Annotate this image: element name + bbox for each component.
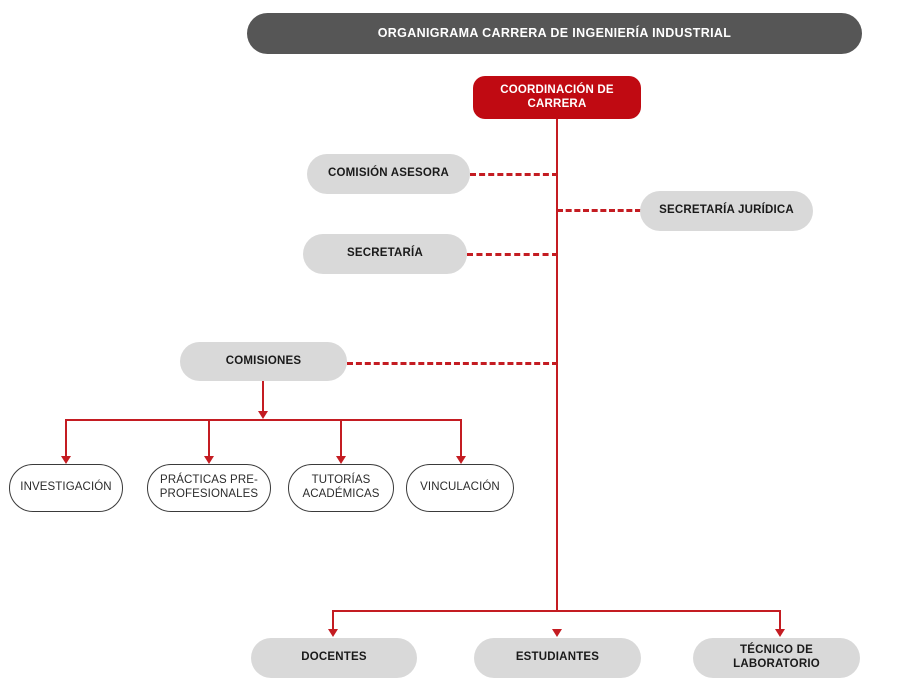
connector-drop-tutorias — [340, 419, 342, 459]
connector-dashed-secretaria-juridica — [557, 209, 641, 212]
arrowhead-tutorias — [336, 456, 346, 464]
node-docentes-label: DOCENTES — [301, 651, 367, 664]
node-secretaria[interactable]: SECRETARÍA — [303, 234, 467, 274]
connector-comisiones-stub — [262, 380, 264, 413]
arrowhead-vinculacion — [456, 456, 466, 464]
connector-drop-investigacion — [65, 419, 67, 459]
node-secretaria-juridica-label: SECRETARÍA JURÍDICA — [659, 204, 794, 217]
node-coordinacion-de-carrera[interactable]: COORDINACIÓN DE CARRERA — [473, 76, 641, 119]
node-docentes[interactable]: DOCENTES — [251, 638, 417, 678]
node-tutorias-academicas-label: TUTORÍAS ACADÉMICAS — [302, 474, 380, 500]
node-vinculacion-label: VINCULACIÓN — [420, 481, 500, 494]
node-coordinacion-de-carrera-label: COORDINACIÓN DE CARRERA — [500, 83, 614, 110]
chart-title-text: ORGANIGRAMA CARRERA DE INGENIERÍA INDUST… — [377, 26, 732, 41]
node-tecnico-de-laboratorio-label: TÉCNICO DE LABORATORIO — [733, 644, 820, 670]
node-investigacion-label: INVESTIGACIÓN — [20, 481, 112, 494]
arrowhead-docentes — [328, 629, 338, 637]
connector-drop-docentes — [332, 610, 334, 632]
node-practicas-pre-profesionales-label: PRÁCTICAS PRE-PROFESIONALES — [159, 474, 259, 500]
arrowhead-estudiantes — [552, 629, 562, 637]
connector-dashed-secretaria — [467, 253, 558, 256]
node-estudiantes-label: ESTUDIANTES — [515, 651, 600, 664]
node-comision-asesora-label: COMISIÓN ASESORA — [328, 167, 449, 180]
node-investigacion[interactable]: INVESTIGACIÓN — [9, 464, 123, 512]
node-vinculacion[interactable]: VINCULACIÓN — [406, 464, 514, 512]
node-comisiones-label: COMISIONES — [225, 354, 302, 367]
arrowhead-practicas — [204, 456, 214, 464]
node-tutorias-academicas[interactable]: TUTORÍAS ACADÉMICAS — [288, 464, 394, 512]
node-secretaria-juridica[interactable]: SECRETARÍA JURÍDICA — [640, 191, 813, 231]
connector-drop-tecnico — [779, 610, 781, 632]
connector-bottom-bus — [333, 610, 781, 612]
node-tecnico-de-laboratorio[interactable]: TÉCNICO DE LABORATORIO — [693, 638, 860, 678]
node-comision-asesora[interactable]: COMISIÓN ASESORA — [307, 154, 470, 194]
arrowhead-investigacion — [61, 456, 71, 464]
connector-drop-vinculacion — [460, 419, 462, 459]
node-comisiones[interactable]: COMISIONES — [180, 342, 347, 381]
node-secretaria-label: SECRETARÍA — [347, 247, 423, 260]
node-practicas-pre-profesionales[interactable]: PRÁCTICAS PRE-PROFESIONALES — [147, 464, 271, 512]
node-estudiantes[interactable]: ESTUDIANTES — [474, 638, 641, 678]
connector-commissions-bus — [66, 419, 462, 421]
connector-dashed-comision-asesora — [470, 173, 558, 176]
connector-drop-practicas — [208, 419, 210, 459]
arrowhead-comisiones-stub — [258, 411, 268, 419]
arrowhead-tecnico — [775, 629, 785, 637]
chart-title-banner: ORGANIGRAMA CARRERA DE INGENIERÍA INDUST… — [247, 13, 862, 54]
connector-dashed-comisiones — [347, 362, 558, 365]
